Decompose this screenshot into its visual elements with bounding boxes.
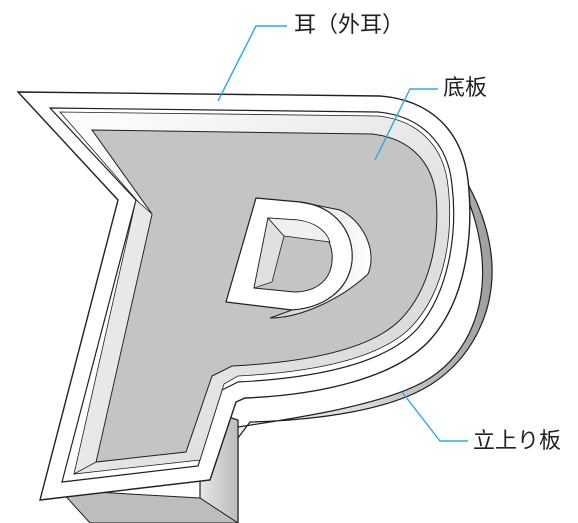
leader-line-base-plate xyxy=(374,88,438,161)
leader-line-ear xyxy=(217,25,287,102)
counter-side-wall xyxy=(269,201,372,319)
ear-inner-outline xyxy=(48,107,455,483)
leader-line-side-plate xyxy=(401,391,468,442)
side-plate-stem-bottom xyxy=(58,489,239,523)
label-ear: 耳（外耳） xyxy=(294,13,405,38)
counter-hole-top xyxy=(267,217,331,243)
label-base-plate: 底板 xyxy=(443,76,488,101)
stem-inner-wall xyxy=(73,199,153,475)
label-side-plate: 立上り板 xyxy=(473,429,562,454)
